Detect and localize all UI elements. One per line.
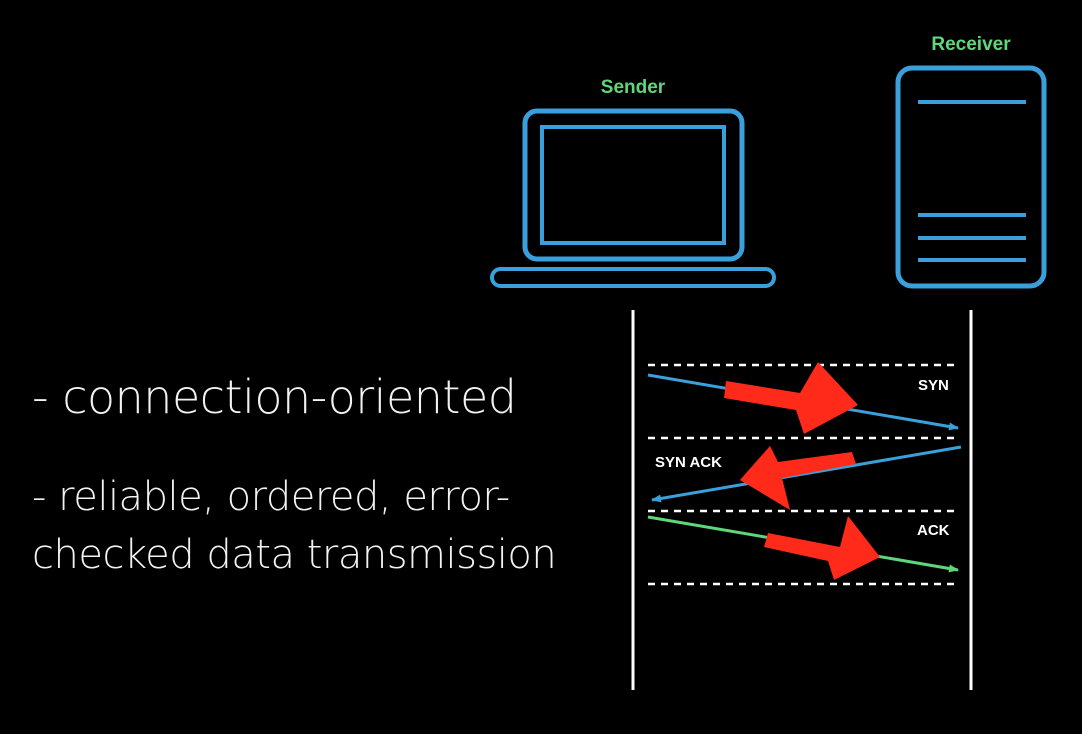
laptop-base xyxy=(490,267,776,288)
bullet-connection-oriented: - connection-oriented xyxy=(32,370,517,424)
receiver-label: Receiver xyxy=(931,34,1011,55)
sender-label: Sender xyxy=(601,77,666,98)
laptop-lid xyxy=(522,108,745,262)
laptop-screen xyxy=(540,125,726,245)
syn-ack-label: SYN ACK xyxy=(655,454,722,471)
red-arrow-icon xyxy=(764,516,880,580)
server-body xyxy=(895,65,1047,289)
red-arrow-icon xyxy=(724,362,858,434)
bullet-reliable-transmission: - reliable, ordered, error- checked data… xyxy=(32,468,557,584)
laptop-icon xyxy=(490,108,776,288)
ack-label: ACK xyxy=(917,522,950,539)
bullet-line-1: - reliable, ordered, error- xyxy=(32,474,510,520)
syn-label: SYN xyxy=(918,377,949,394)
server-icon xyxy=(895,65,1047,289)
bullet-line-2: checked data transmission xyxy=(32,532,557,578)
red-arrow-icon xyxy=(740,446,856,510)
syn-ack-arrow xyxy=(651,445,962,503)
